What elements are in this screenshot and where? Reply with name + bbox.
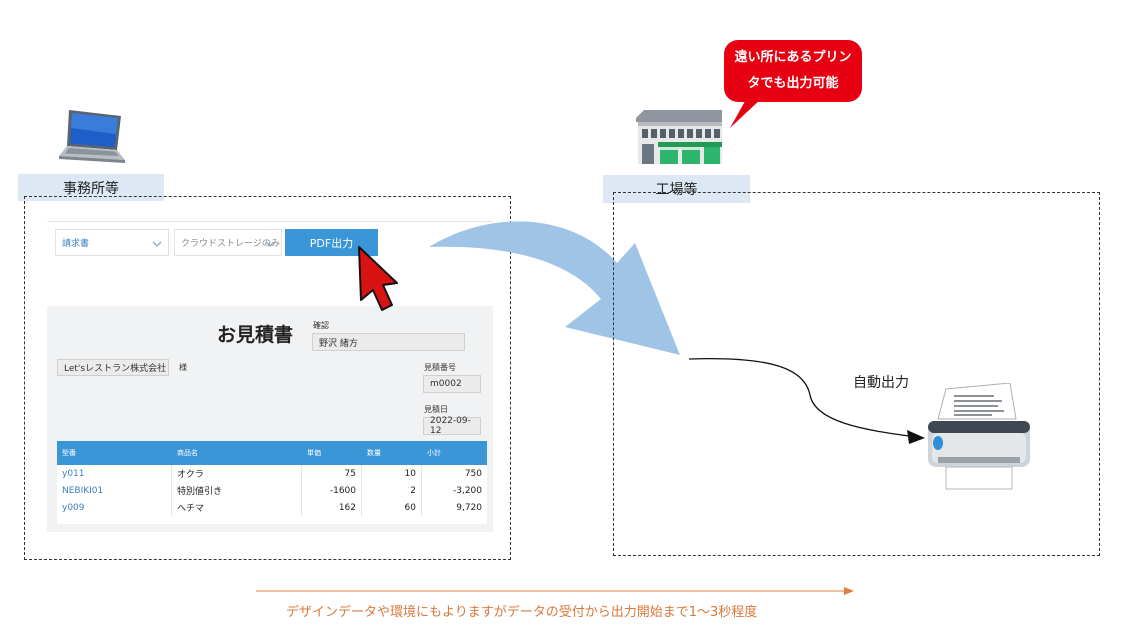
printer-icon: [924, 382, 1034, 493]
office-area: [24, 196, 511, 560]
output-target-select[interactable]: クラウドストレージのみ: [174, 229, 282, 256]
factory-label: 工場等: [603, 175, 750, 203]
chevron-down-icon: [152, 241, 162, 247]
table-row[interactable]: NEBIKI01 特別値引き -1600 2 -3,200: [57, 482, 487, 500]
confirm-field[interactable]: 野沢 緒方: [312, 333, 465, 351]
table-header: 型番 商品名 単価 数量 小計: [57, 441, 487, 465]
item-subtotal: -3,200: [452, 485, 482, 496]
item-qty: 2: [362, 482, 422, 499]
item-subtotal: 9,720: [456, 502, 482, 513]
factory-building-icon: [634, 108, 724, 166]
cursor-arrow-icon: [355, 245, 400, 313]
speech-balloon: 遠い所にあるプリン タでも出力可能: [722, 38, 864, 133]
column-header: 単価: [307, 449, 321, 457]
quote-date-field[interactable]: 2022-09-12: [423, 416, 481, 436]
honorific: 様: [179, 363, 187, 372]
balloon-line-2: タでも出力可能: [747, 76, 839, 91]
table-row[interactable]: y011 オクラ 75 10 750: [57, 465, 487, 483]
column-header: 小計: [427, 449, 441, 457]
quote-date-value: 2022-09-12: [430, 416, 471, 436]
transfer-arrow: [425, 215, 695, 360]
auto-output-label: 自動出力: [853, 375, 909, 391]
quote-number-value: m0002: [430, 379, 462, 389]
quote-date-label: 見積日: [424, 405, 448, 414]
column-header: 型番: [62, 449, 76, 457]
timeline-text: デザインデータや環境にもよりますがデータの受付から出力開始まで1～3秒程度: [286, 605, 758, 620]
item-qty: 60: [362, 499, 422, 516]
item-price: 75: [302, 465, 362, 482]
quote-number-label: 見積番号: [424, 363, 456, 372]
chevron-down-icon: [265, 241, 275, 247]
laptop-icon: [55, 108, 127, 166]
customer-field[interactable]: Let'sレストラン株式会社: [57, 359, 169, 376]
pdf-output-button[interactable]: PDF出力: [285, 229, 378, 256]
table-row-partial: [57, 516, 487, 524]
timeline-arrow: [256, 582, 856, 595]
confirm-value: 野沢 緒方: [319, 338, 358, 349]
item-code[interactable]: NEBIKI01: [57, 482, 172, 499]
confirm-label: 確認: [313, 321, 329, 330]
item-name: ヘチマ: [172, 499, 302, 516]
balloon-line-1: 遠い所にあるプリン: [734, 50, 852, 65]
quote-number-field[interactable]: m0002: [423, 375, 481, 393]
quote-title: お見積書: [217, 324, 294, 346]
document-type-value: 請求書: [62, 239, 90, 249]
column-header: 商品名: [177, 449, 198, 457]
output-line: [685, 350, 930, 445]
toolbar-divider: [47, 221, 493, 222]
item-qty: 10: [362, 465, 422, 482]
table-row[interactable]: y009 ヘチマ 162 60 9,720: [57, 499, 487, 517]
item-subtotal: 750: [464, 468, 482, 479]
item-name: オクラ: [172, 465, 302, 482]
customer-value: Let'sレストラン株式会社: [64, 364, 167, 374]
item-name: 特別値引き: [172, 482, 302, 499]
item-price: 162: [302, 499, 362, 516]
factory-area: [613, 192, 1100, 556]
item-code[interactable]: y009: [57, 499, 172, 516]
item-code[interactable]: y011: [57, 465, 172, 482]
output-target-value: クラウドストレージのみ: [181, 239, 280, 249]
document-type-select[interactable]: 請求書: [55, 229, 169, 256]
column-header: 数量: [367, 449, 381, 457]
item-price: -1600: [302, 482, 362, 499]
